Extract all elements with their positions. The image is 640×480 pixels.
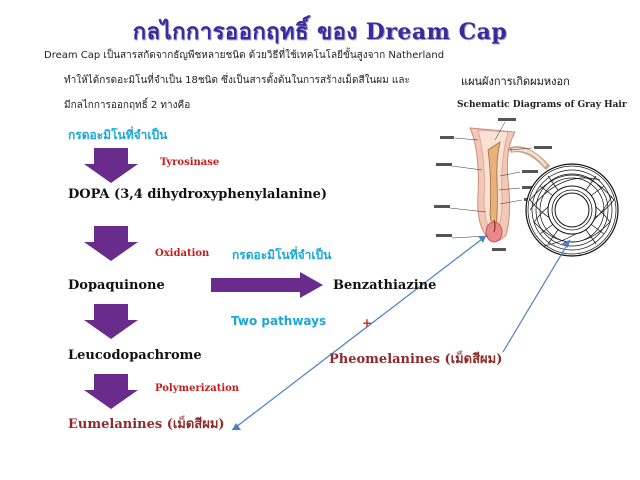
- intro-line-3: มีกลไกการออกฤทธิ์ 2 ทางคือ: [64, 100, 191, 111]
- intro-line-2: ทำให้ได้กรดอะมิโนที่จำเป็น 18ชนิด ซึ่งเป…: [64, 75, 410, 86]
- amino-acids-label-1: กรดอะมิโนที่จำเป็น: [68, 128, 168, 142]
- dopaquinone-label: Dopaquinone: [68, 278, 165, 293]
- down-arrow-icon: [84, 374, 138, 409]
- connector-arrowhead-icon: [232, 423, 241, 430]
- dopa-label: DOPA (3,4 dihydroxyphenylalanine): [68, 187, 328, 202]
- connector-arrowhead-icon: [478, 236, 486, 243]
- plus-sign: +: [362, 316, 373, 330]
- eumelanin-connector-line: [231, 235, 487, 431]
- eumelanin-label: Eumelanines (เม็ดสีผม): [68, 417, 225, 432]
- two-pathways-label: Two pathways: [231, 314, 327, 328]
- down-arrow-icon: [84, 304, 138, 339]
- title-brand: Dream Cap: [365, 19, 508, 45]
- page-title: กลไกการออกฤทธิ์ ของ Dream Cap: [0, 14, 640, 49]
- amino-acids-label-2: กรดอะมิโนที่จำเป็น: [232, 248, 332, 262]
- intro-line-1: Dream Cap เป็นสารสกัดจากธัญพืชหลายชนิด ด…: [44, 50, 445, 61]
- connector-arrowhead-icon: [562, 240, 570, 248]
- benzathiazine-label: Benzathiazine: [333, 278, 437, 293]
- hair-cross-section-illustration: [525, 163, 619, 257]
- leucodopachrome-label: Leucodopachrome: [68, 348, 202, 363]
- down-arrow-icon: [84, 148, 138, 183]
- enzyme-tyrosinase-label: Tyrosinase: [160, 157, 220, 168]
- pheomelanin-connector-line: [502, 239, 571, 353]
- enzyme-polymerization-label: Polymerization: [155, 383, 240, 394]
- right-arrow-icon: [211, 272, 323, 298]
- diagram-title: Schematic Diagrams of Gray Hair: [457, 100, 627, 110]
- enzyme-oxidation-label: Oxidation: [155, 248, 210, 259]
- pheomelanin-label: Pheomelanines (เม็ดสีผม): [329, 352, 503, 367]
- diagram-caption: แผนผังการเกิดผมหงอก: [461, 75, 570, 88]
- title-thai: กลไกการออกฤทธิ์ ของ: [132, 20, 358, 45]
- down-arrow-icon: [84, 226, 138, 261]
